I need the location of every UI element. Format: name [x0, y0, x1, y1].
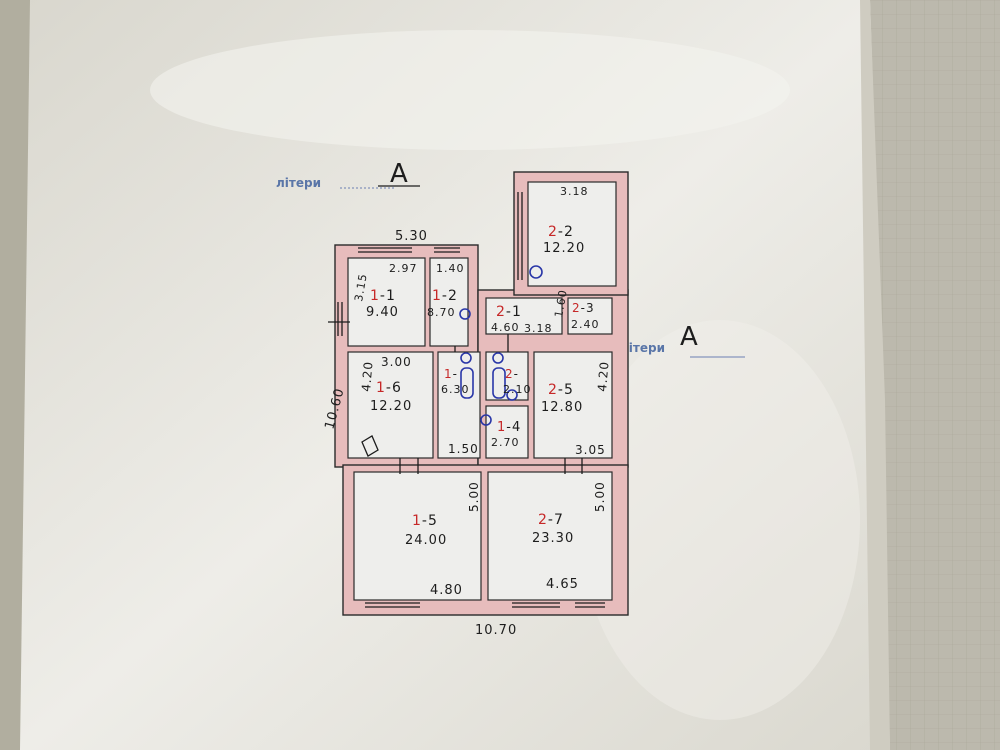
door-marks: [328, 321, 583, 474]
room-1-6: [347, 351, 434, 459]
plumbing-symbols: [459, 265, 543, 426]
svg-text:9.40: 9.40: [366, 305, 399, 320]
room-1-3: [437, 351, 481, 459]
dim-label: 4.20: [359, 360, 376, 392]
dim-label: 1.40: [436, 262, 465, 275]
room-2-2: [527, 181, 617, 287]
room-label-2-1: 2-1 4.60: [491, 304, 522, 334]
room-1-1: [347, 257, 426, 347]
svg-text:1-1: 1-1: [370, 288, 396, 304]
dim-label: 3.00: [381, 355, 412, 369]
room-2-5: [533, 351, 613, 459]
room-label-2-2: 2-2 12.20: [543, 224, 585, 256]
dim-label: 4.65: [546, 577, 579, 592]
room-1-4: [485, 405, 529, 459]
dim-bottom-width: 10.70: [475, 623, 517, 638]
dim-label: 3.05: [575, 443, 606, 457]
windows: [337, 192, 605, 608]
room-label-1-5: 1-5 24.00: [405, 513, 447, 548]
svg-text:6.30: 6.30: [441, 383, 470, 396]
stamp-label-right: літери: [620, 341, 665, 355]
room-label-1-6: 1-6 12.20: [370, 380, 412, 414]
dim-label: 5.00: [593, 481, 607, 512]
room-label-2-4: 2- 2.10: [503, 367, 532, 396]
section-mark-top: А: [390, 159, 409, 189]
svg-text:2-2: 2-2: [548, 224, 574, 240]
room-label-1-2: 1-2 8.70: [427, 288, 458, 319]
room-2-7: [487, 471, 613, 601]
dim-label: 2.97: [389, 262, 418, 275]
svg-text:8.70: 8.70: [427, 306, 456, 319]
dim-label: 1.50: [448, 442, 479, 456]
section-mark-right: А: [680, 322, 699, 352]
svg-text:1-5: 1-5: [412, 513, 438, 529]
room-label-1-3: 1- 6.30: [441, 367, 470, 396]
svg-text:2-5: 2-5: [548, 382, 574, 398]
room-label-2-7: 2-7 23.30: [532, 512, 574, 546]
svg-text:23.30: 23.30: [532, 531, 574, 546]
svg-text:2.40: 2.40: [571, 318, 600, 331]
room-label-2-3: 2-3 2.40: [571, 301, 600, 331]
svg-text:2-: 2-: [505, 367, 519, 381]
room-label-1-1: 1-1 9.40: [366, 288, 399, 320]
svg-text:4.60: 4.60: [491, 321, 520, 334]
room-2-3: [567, 297, 613, 335]
dim-label: 1.60: [552, 288, 570, 318]
room-1-2: [429, 257, 469, 347]
rooms: [347, 181, 617, 601]
room-1-5: [353, 471, 482, 601]
dim-label: 5.00: [467, 481, 481, 512]
room-2-1: [485, 297, 563, 335]
room-label-2-5: 2-5 12.80: [541, 382, 583, 415]
svg-text:1-: 1-: [444, 367, 458, 381]
svg-text:24.00: 24.00: [405, 533, 447, 548]
dim-label: 4.80: [430, 583, 463, 598]
svg-text:12.80: 12.80: [541, 400, 583, 415]
dim-top-width: 5.30: [395, 229, 428, 244]
svg-text:12.20: 12.20: [543, 241, 585, 256]
stove-symbol: [361, 435, 379, 457]
room-label-1-4: 1-4 2.70: [491, 420, 521, 449]
svg-text:2.10: 2.10: [503, 383, 532, 396]
svg-text:2-3: 2-3: [572, 301, 595, 315]
svg-text:2-7: 2-7: [538, 512, 564, 528]
dim-label: 3.18: [560, 185, 589, 198]
svg-text:1-4: 1-4: [497, 420, 521, 435]
dim-label: 4.20: [595, 360, 612, 392]
svg-text:12.20: 12.20: [370, 399, 412, 414]
stamp-label-top: літери: [276, 176, 321, 190]
dim-label: 3.18: [524, 322, 553, 335]
dim-label: 3.15: [352, 272, 370, 302]
svg-text:1-2: 1-2: [432, 288, 458, 304]
svg-text:1-6: 1-6: [376, 380, 402, 396]
svg-text:2.70: 2.70: [491, 436, 520, 449]
svg-text:2-1: 2-1: [496, 304, 522, 320]
